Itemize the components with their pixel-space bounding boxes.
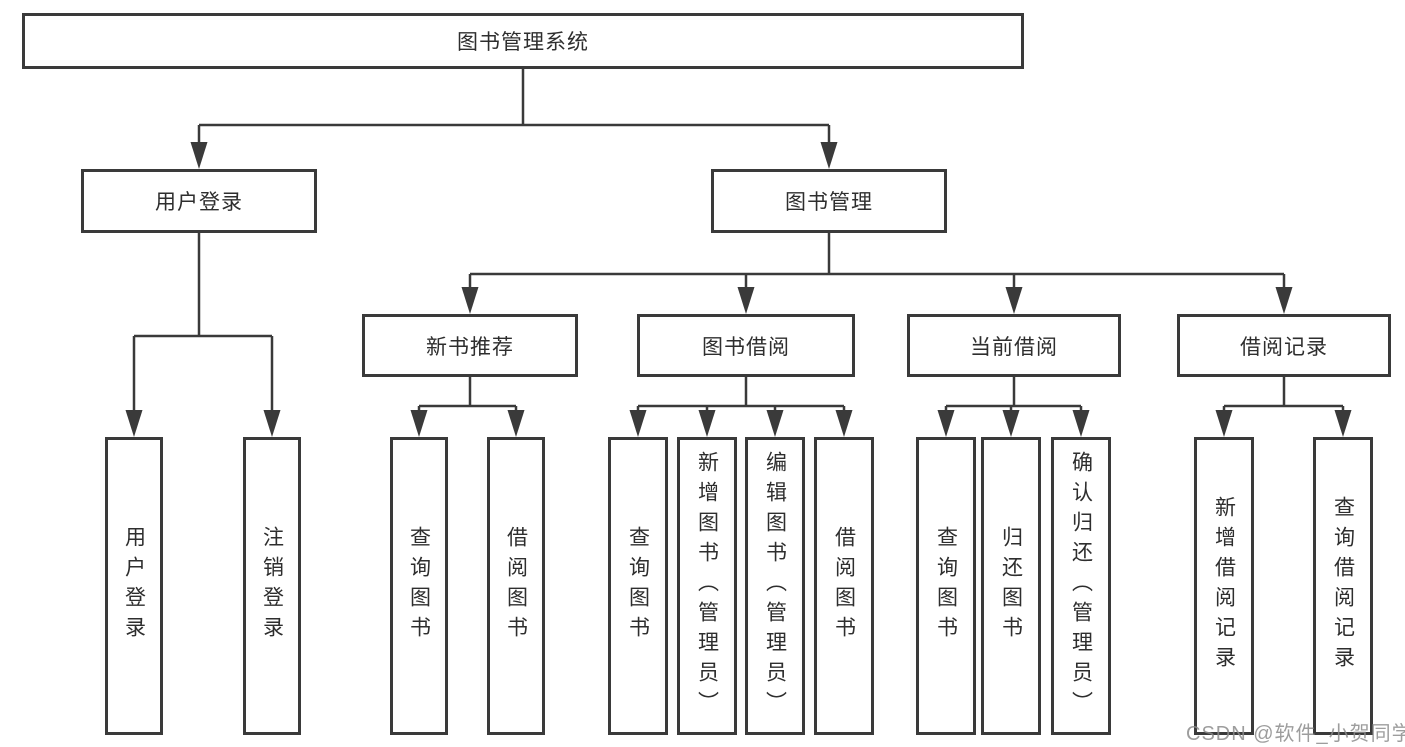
node-book-management-label: 图书管理 <box>785 191 873 214</box>
leaf-confirm-return-admin: 确认归还（管理员） <box>1051 437 1111 735</box>
node-new-book-recommend-label: 新书推荐 <box>426 335 514 359</box>
leaf-query-books-recommend: 查询图书 <box>390 437 448 735</box>
node-root-label: 图书管理系统 <box>457 31 589 54</box>
leaf-return-book-label: 归还图书 <box>999 526 1023 646</box>
node-book-management: 图书管理 <box>711 169 947 233</box>
leaf-add-book-admin-label: 新增图书（管理员） <box>695 451 719 721</box>
node-book-borrow-label: 图书借阅 <box>702 335 790 359</box>
node-root: 图书管理系统 <box>22 13 1024 69</box>
node-current-borrow: 当前借阅 <box>907 314 1121 377</box>
leaf-borrow-books-label: 借阅图书 <box>832 526 856 646</box>
leaf-borrow-books-recommend: 借阅图书 <box>487 437 545 735</box>
leaf-user-login: 用户登录 <box>105 437 163 735</box>
node-new-book-recommend: 新书推荐 <box>362 314 578 377</box>
leaf-edit-book-admin-label: 编辑图书（管理员） <box>763 451 787 721</box>
node-user-login: 用户登录 <box>81 169 317 233</box>
node-book-borrow: 图书借阅 <box>637 314 855 377</box>
leaf-borrow-books-recommend-label: 借阅图书 <box>504 526 528 646</box>
leaf-return-book: 归还图书 <box>981 437 1041 735</box>
watermark: CSDN @软件_小贺同学 <box>1186 723 1405 745</box>
leaf-edit-book-admin: 编辑图书（管理员） <box>745 437 805 735</box>
leaf-query-books-current: 查询图书 <box>916 437 976 735</box>
leaf-user-login-label: 用户登录 <box>122 526 146 646</box>
leaf-add-borrow-record-label: 新增借阅记录 <box>1212 496 1236 676</box>
leaf-query-borrow-record-label: 查询借阅记录 <box>1331 496 1355 676</box>
leaf-query-books-borrow: 查询图书 <box>608 437 668 735</box>
node-borrow-record-label: 借阅记录 <box>1240 335 1328 359</box>
leaf-query-borrow-record: 查询借阅记录 <box>1313 437 1373 735</box>
leaf-logout: 注销登录 <box>243 437 301 735</box>
leaf-logout-label: 注销登录 <box>260 526 284 646</box>
leaf-confirm-return-admin-label: 确认归还（管理员） <box>1069 451 1093 721</box>
node-user-login-label: 用户登录 <box>155 191 243 214</box>
leaf-query-books-current-label: 查询图书 <box>934 526 958 646</box>
node-borrow-record: 借阅记录 <box>1177 314 1391 377</box>
leaf-add-borrow-record: 新增借阅记录 <box>1194 437 1254 735</box>
leaf-query-books-borrow-label: 查询图书 <box>626 526 650 646</box>
arrowheads <box>125 142 1352 437</box>
leaf-query-books-recommend-label: 查询图书 <box>407 526 431 646</box>
node-current-borrow-label: 当前借阅 <box>970 335 1058 359</box>
leaf-add-book-admin: 新增图书（管理员） <box>677 437 737 735</box>
leaf-borrow-books: 借阅图书 <box>814 437 874 735</box>
